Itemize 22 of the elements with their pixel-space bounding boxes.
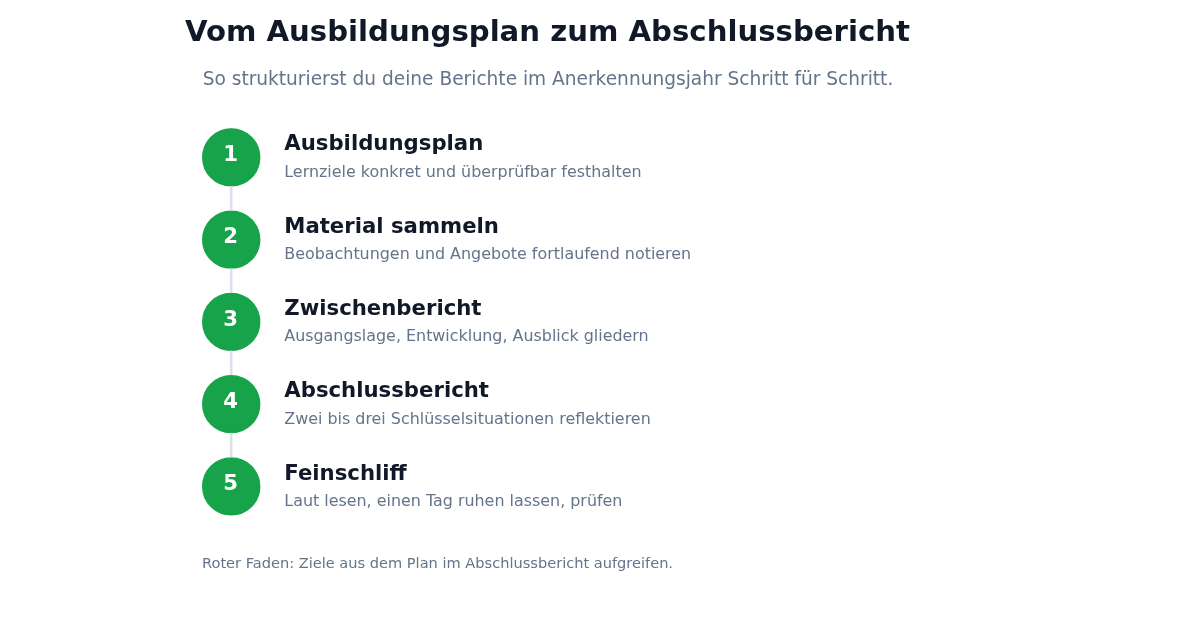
node-circle: 5 bbox=[201, 457, 260, 516]
node-label: Beobachtungen und Angebote fortlaufend notieren bbox=[283, 244, 691, 264]
connector bbox=[229, 268, 233, 293]
node-label: Laut lesen, einen Tag ruhen lassen, prüfen bbox=[283, 490, 622, 510]
node-label: Feinschliff bbox=[283, 459, 407, 485]
connector bbox=[229, 432, 233, 458]
node-label: Abschlussbericht bbox=[283, 377, 489, 403]
diagram-title: Vom Ausbildungsplan zum Abschlussbericht bbox=[184, 13, 910, 48]
node-label: Material sammeln bbox=[283, 212, 499, 238]
node-circle: 3 bbox=[201, 292, 260, 352]
node-label: Ausbildungsplan bbox=[283, 130, 483, 156]
node-label: Ausgangslage, Entwicklung, Ausblick gliedern bbox=[283, 326, 649, 346]
node-label: Zwei bis drei Schlüsselsituationen reflektieren bbox=[283, 408, 651, 428]
label: So strukturierst du deine Berichte im Anerkennungsjahr Schritt für Schritt. bbox=[202, 67, 893, 89]
node-circle: 4 bbox=[201, 374, 260, 434]
connector bbox=[229, 350, 233, 376]
node-label: Zwischenbericht bbox=[283, 295, 481, 320]
node-circle: 1 bbox=[201, 128, 260, 187]
connector bbox=[229, 186, 233, 211]
node-label: Lernziele konkret und überprüfbar festhalten bbox=[283, 161, 642, 181]
node-circle: 2 bbox=[201, 210, 260, 269]
label: Roter Faden: Ziele aus dem Plan im Abschlussbericht aufgreifen. bbox=[201, 553, 673, 571]
